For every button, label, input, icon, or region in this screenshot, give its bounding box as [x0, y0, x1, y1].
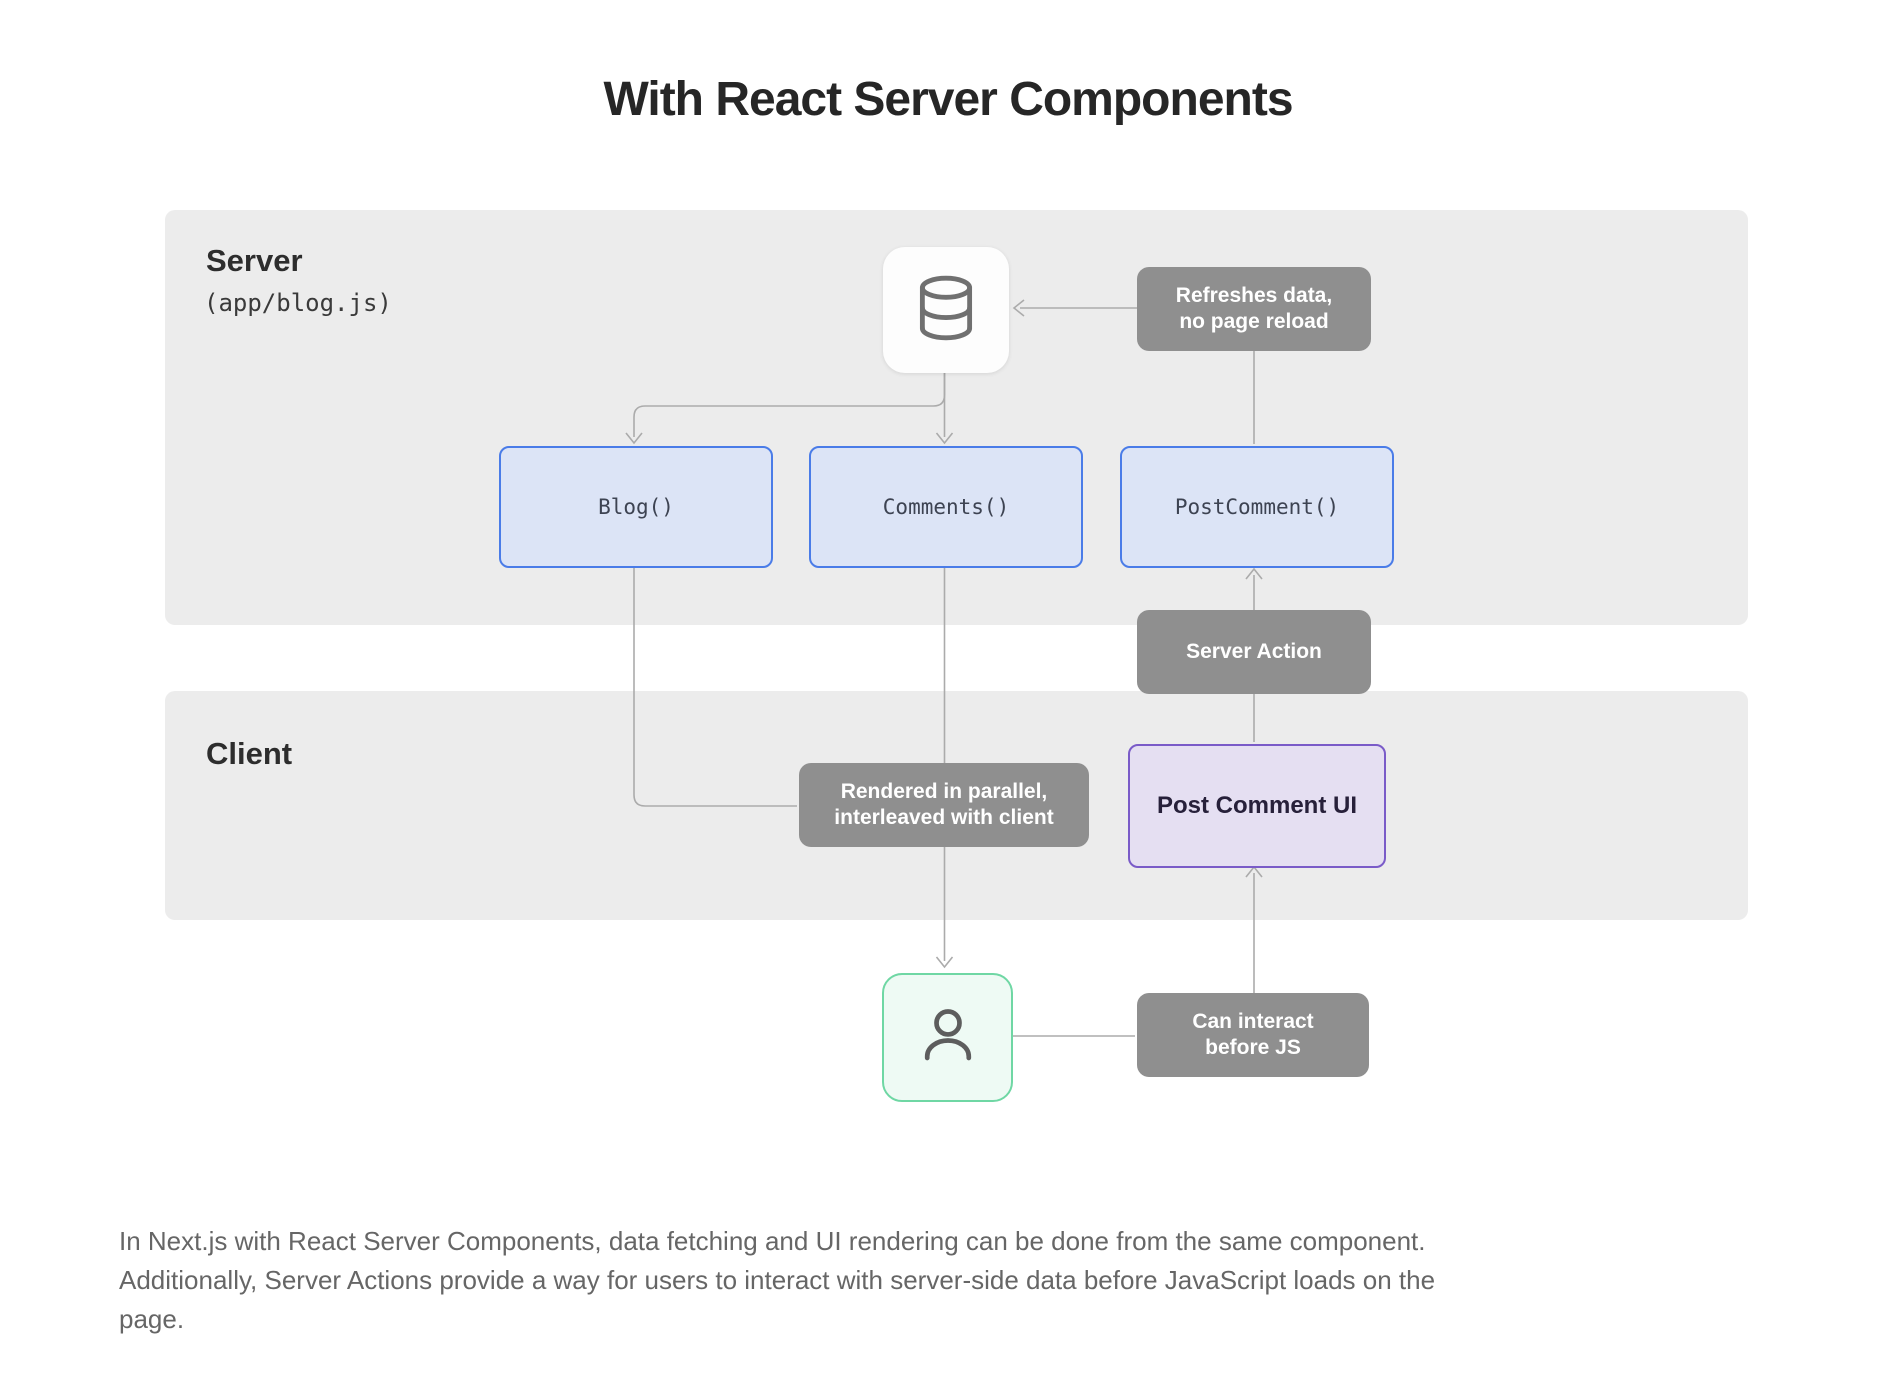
- post-comment-ui-label: Post Comment UI: [1156, 792, 1357, 819]
- blog-node: Blog(): [499, 446, 773, 568]
- description-line: In Next.js with React Server Components,…: [119, 1226, 1426, 1256]
- post-comment-ui-node: Post Comment UI: [1128, 744, 1386, 868]
- postcomment-node: PostComment(): [1120, 446, 1394, 568]
- badge-line: Refreshes data,: [1175, 284, 1333, 307]
- database-card: [883, 247, 1009, 373]
- badge-line: before JS: [1205, 1036, 1301, 1059]
- server-panel-sublabel: (app/blog.js): [204, 289, 392, 317]
- badge-line: Server Action: [1186, 640, 1322, 663]
- client-panel-label: Client: [206, 736, 293, 771]
- badge-line: interleaved with client: [834, 806, 1054, 829]
- comments-node: Comments(): [809, 446, 1083, 568]
- rendered-in-parallel-badge: Rendered in parallel, interleaved with c…: [799, 763, 1089, 847]
- server-panel-label: Server: [206, 243, 303, 278]
- database-icon: [910, 272, 982, 349]
- badge-line: Rendered in parallel,: [840, 780, 1048, 803]
- page-title: With React Server Components: [603, 73, 1293, 126]
- arrowhead-user-top: [935, 956, 954, 969]
- description-paragraph: In Next.js with React Server Components,…: [119, 1222, 1819, 1339]
- can-interact-badge: Can interact before JS: [1137, 993, 1369, 1077]
- badge-line: Can interact: [1192, 1010, 1314, 1033]
- badge-line: no page reload: [1179, 310, 1329, 333]
- description-line: Additionally, Server Actions provide a w…: [119, 1265, 1436, 1295]
- postcomment-node-label: PostComment(): [1174, 495, 1340, 519]
- server-action-badge: Server Action: [1137, 610, 1371, 694]
- user-icon: [913, 1000, 983, 1075]
- refreshes-data-badge: Refreshes data, no page reload: [1137, 267, 1371, 351]
- blog-node-label: Blog(): [598, 495, 674, 519]
- comments-node-label: Comments(): [882, 495, 1010, 519]
- description-line: page.: [119, 1304, 185, 1334]
- user-card: [882, 973, 1013, 1102]
